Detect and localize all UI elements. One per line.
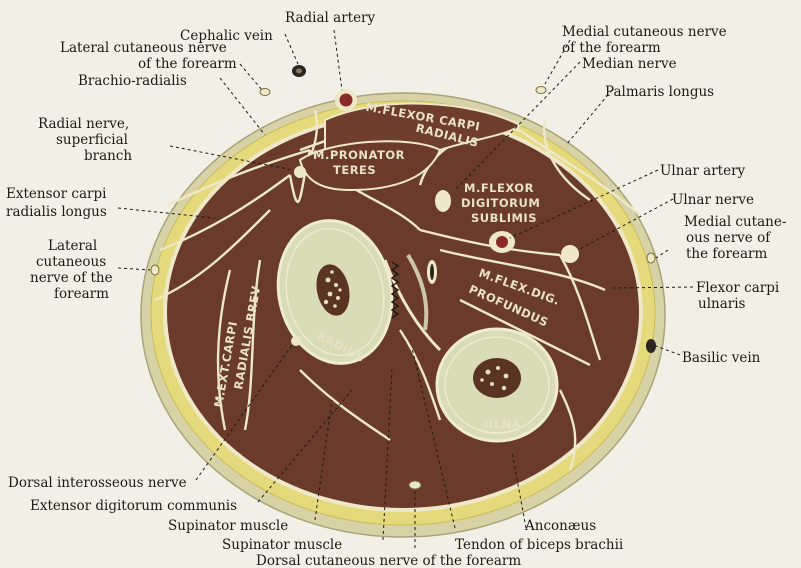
label-lat-cut-left-1: Lateral (48, 238, 97, 254)
label-med-cut-right-3: the forearm (686, 246, 767, 262)
label-flexor-carpi-ulnaris-1: Flexor carpi (696, 280, 780, 296)
label-radial-nerve-3: branch (84, 148, 132, 164)
ulnar-nerve (561, 245, 579, 263)
label-radial-nerve-1: Radial nerve, (38, 116, 129, 132)
label-ext-dig-communis: Extensor digitorum communis (30, 498, 237, 514)
label-med-cut-nerve-top-1: Medial cutaneous nerve (562, 24, 727, 40)
inner-label-pronator-teres-1: M.PRONATOR (313, 148, 405, 162)
radial-nerve-superficial (294, 166, 306, 178)
label-palmaris-longus: Palmaris longus (605, 84, 714, 100)
inner-label-flexor-dig-sub-3: SUBLIMIS (471, 211, 537, 225)
cephalic-vein (292, 65, 306, 77)
label-dorsal-cut-nerve: Dorsal cutaneous nerve of the forearm (256, 553, 521, 568)
label-lat-cut-nerve-top-2: of the forearm (138, 56, 237, 72)
label-ext-carpi-rad-long-1: Extensor carpi (6, 186, 107, 202)
label-lat-cut-left-2: cutaneous (36, 254, 106, 270)
label-lat-cut-nerve-top-1: Lateral cutaneous nerve (60, 40, 227, 56)
label-radial-nerve-2: superficial (56, 132, 128, 148)
ulnar-artery (489, 231, 515, 253)
basilic-vein (646, 339, 656, 353)
medial-cutaneous-nerve-right (647, 253, 655, 263)
label-radial-artery: Radial artery (285, 10, 376, 26)
inner-label-ulna: ULNA (484, 417, 521, 431)
median-nerve (435, 190, 451, 212)
lateral-cutaneous-nerve-left (151, 265, 159, 275)
lateral-cutaneous-nerve-top (260, 89, 270, 96)
label-ext-carpi-rad-long-2: radialis longus (6, 204, 107, 220)
label-flexor-carpi-ulnaris-2: ulnaris (698, 296, 746, 312)
inner-label-pronator-teres-2: TERES (333, 163, 376, 177)
label-ulnar-artery: Ulnar artery (660, 163, 746, 179)
dorsal-cutaneous-nerve (409, 481, 421, 489)
radial-artery (335, 89, 357, 111)
medial-cutaneous-nerve-top (536, 87, 546, 94)
inner-label-flexor-dig-sub-1: M.FLEXOR (464, 181, 534, 195)
label-brachio-radialis: Brachio-radialis (78, 73, 187, 89)
label-med-cut-right-1: Medial cutane- (684, 214, 786, 230)
label-med-cut-nerve-top-2: of the forearm (562, 40, 661, 56)
vessel-pair (427, 260, 437, 284)
inner-label-flexor-dig-sub-2: DIGITORUM (461, 196, 540, 210)
label-dorsal-interosseous: Dorsal interosseous nerve (8, 475, 187, 491)
label-ulnar-nerve: Ulnar nerve (672, 192, 754, 208)
label-supinator-1: Supinator muscle (168, 518, 288, 534)
label-lat-cut-left-4: forearm (54, 286, 109, 302)
label-anconaeus: Anconæus (524, 518, 596, 534)
label-supinator-2: Supinator muscle (222, 537, 342, 553)
dorsal-interosseous-nerve (291, 336, 301, 346)
label-median-nerve: Median nerve (582, 56, 677, 72)
label-med-cut-right-2: ous nerve of (686, 230, 771, 246)
label-tendon-biceps: Tendon of biceps brachii (455, 537, 624, 553)
label-lat-cut-left-3: nerve of the (30, 270, 113, 286)
label-basilic-vein: Basilic vein (682, 350, 761, 366)
